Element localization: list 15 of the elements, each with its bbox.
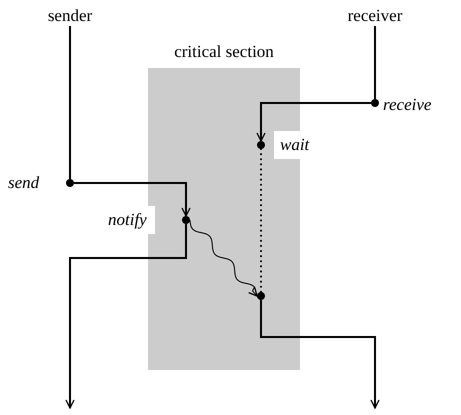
connector-line	[374, 26, 376, 99]
lane-label: receiver	[348, 6, 402, 26]
event-dot	[66, 179, 74, 187]
arrow	[65, 224, 187, 409]
connector-line	[260, 148, 262, 293]
connector-line	[69, 26, 71, 179]
arrow	[74, 182, 191, 217]
event-dot	[371, 99, 379, 107]
section-title: critical section	[174, 42, 274, 62]
event-label: receive	[383, 95, 432, 115]
lane-label: sender	[48, 6, 92, 26]
arrow	[190, 220, 258, 297]
arrow	[260, 300, 380, 409]
event-label: send	[8, 173, 40, 193]
arrow	[256, 102, 371, 142]
